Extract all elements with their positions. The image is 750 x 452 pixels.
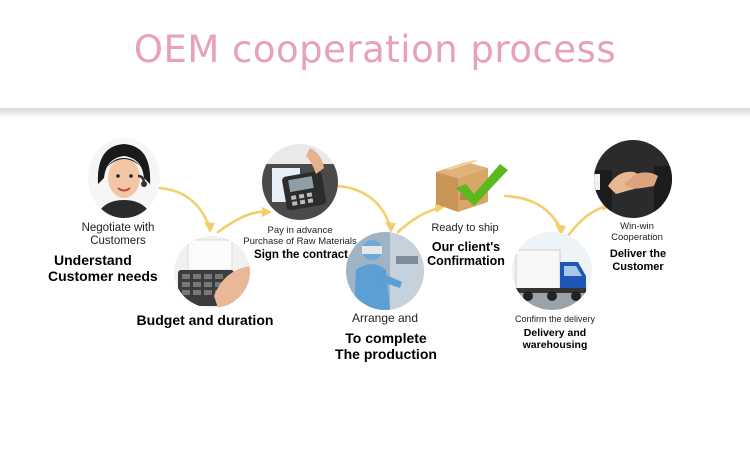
flow-arrow (336, 184, 392, 228)
step-heading: Understand Customer needs (48, 252, 158, 285)
flow-arrow-head (555, 224, 566, 236)
flow-arrow (156, 186, 211, 228)
step-caption: Confirm the delivery (514, 314, 596, 324)
flow-arrow-head (435, 203, 445, 213)
flow-arrow-head (262, 207, 272, 217)
flow-arrow (503, 194, 562, 230)
step-caption: Arrange and (351, 311, 419, 325)
flow-arrow-head (204, 222, 215, 233)
step-heading: Delivery and warehousing (522, 327, 588, 352)
step-heading: Our client's Confirmation (427, 240, 505, 269)
delivery-truck-icon (512, 232, 592, 310)
package-check-icon (430, 154, 510, 216)
step-caption: Pay in advance Purchase of Raw Materials (243, 225, 357, 247)
handshake-icon (594, 140, 672, 218)
customer-service-woman-icon (88, 138, 160, 218)
step-caption: Ready to ship (431, 222, 499, 234)
flow-arrow-head (385, 222, 396, 233)
page-title: OEM cooperation process (133, 28, 617, 71)
step-heading: Budget and duration (136, 312, 274, 328)
header-divider (0, 108, 750, 118)
production-worker-icon (346, 232, 424, 310)
step-heading: Sign the contract (254, 249, 348, 261)
card-payment-terminal-icon (262, 144, 338, 220)
step-heading: To complete The production (335, 330, 437, 363)
step-caption: Negotiate with Customers (81, 222, 155, 248)
step-caption: Win-win Cooperation (611, 221, 663, 243)
step-heading: Deliver the Customer (609, 248, 667, 273)
